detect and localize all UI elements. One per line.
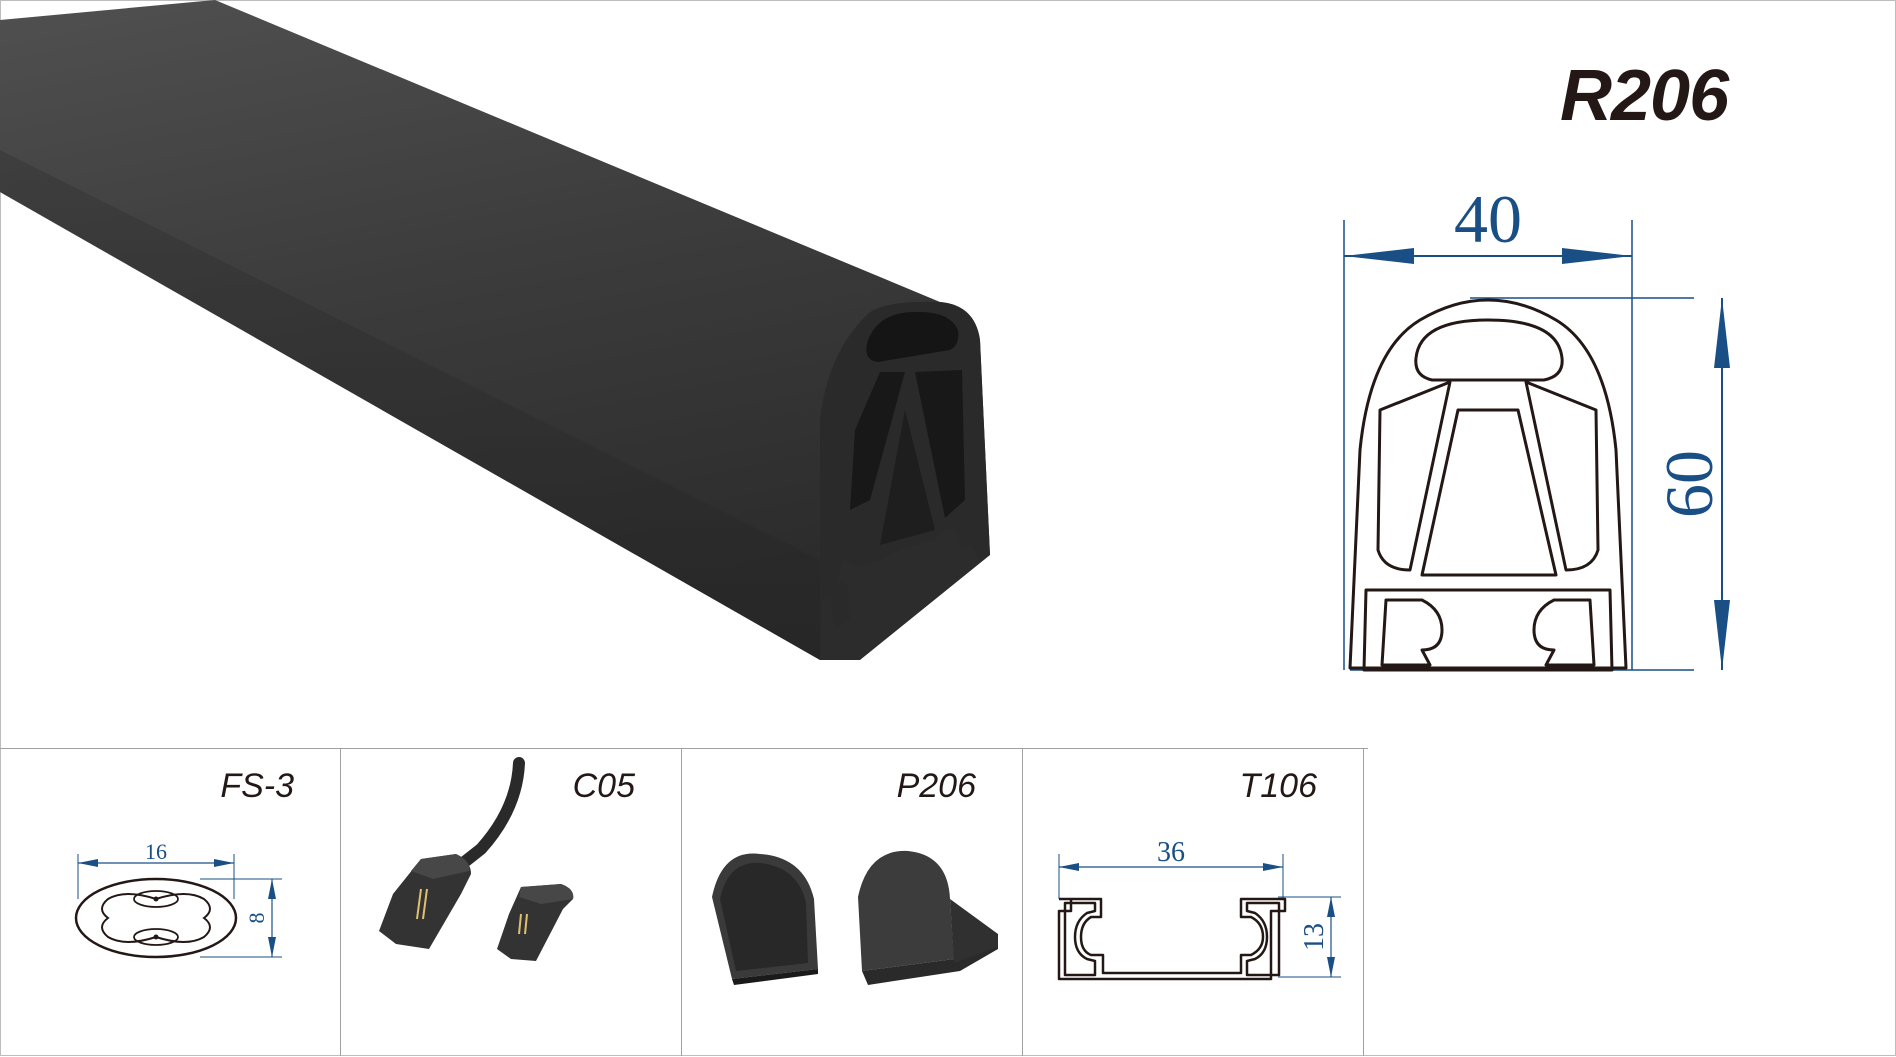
height-label: 60 (1651, 450, 1727, 518)
profile-outline (1348, 298, 1628, 672)
c05-connector-render (379, 757, 574, 961)
height-arrow-bottom (1714, 600, 1730, 670)
accessory-cell-t106: T106 36 13 (1023, 749, 1364, 1056)
accessory-label: P206 (896, 767, 976, 805)
accessory-cell-c05: C05 (341, 749, 682, 1056)
t106-height-label: 13 (1299, 923, 1330, 951)
accessory-label: C05 (572, 767, 635, 805)
width-arrow-right (1562, 248, 1632, 264)
accessory-label: T106 (1239, 767, 1318, 805)
cross-section-drawing: 40 60 (1343, 181, 1730, 672)
model-title: R206 (1560, 56, 1729, 136)
width-label: 40 (1454, 181, 1522, 257)
fs-3-width-label: 16 (145, 839, 167, 864)
accessory-cell-p206: P206 (682, 749, 1023, 1056)
bumper-profile-3d-render (0, 0, 990, 660)
fs-3-height-label: 8 (244, 913, 269, 924)
t106-width-label: 36 (1157, 837, 1185, 868)
fs-3-drawing: 16 8 (74, 839, 282, 959)
accessories-row: FS-3 16 8 C05 (0, 748, 1368, 1057)
width-arrow-left (1344, 248, 1414, 264)
accessory-cell-fs-3: FS-3 16 8 (0, 749, 341, 1056)
accessory-label: FS-3 (220, 767, 294, 805)
p206-end-cap-render (712, 850, 998, 985)
t106-drawing: 36 13 (1057, 837, 1341, 981)
height-arrow-top (1714, 298, 1730, 368)
